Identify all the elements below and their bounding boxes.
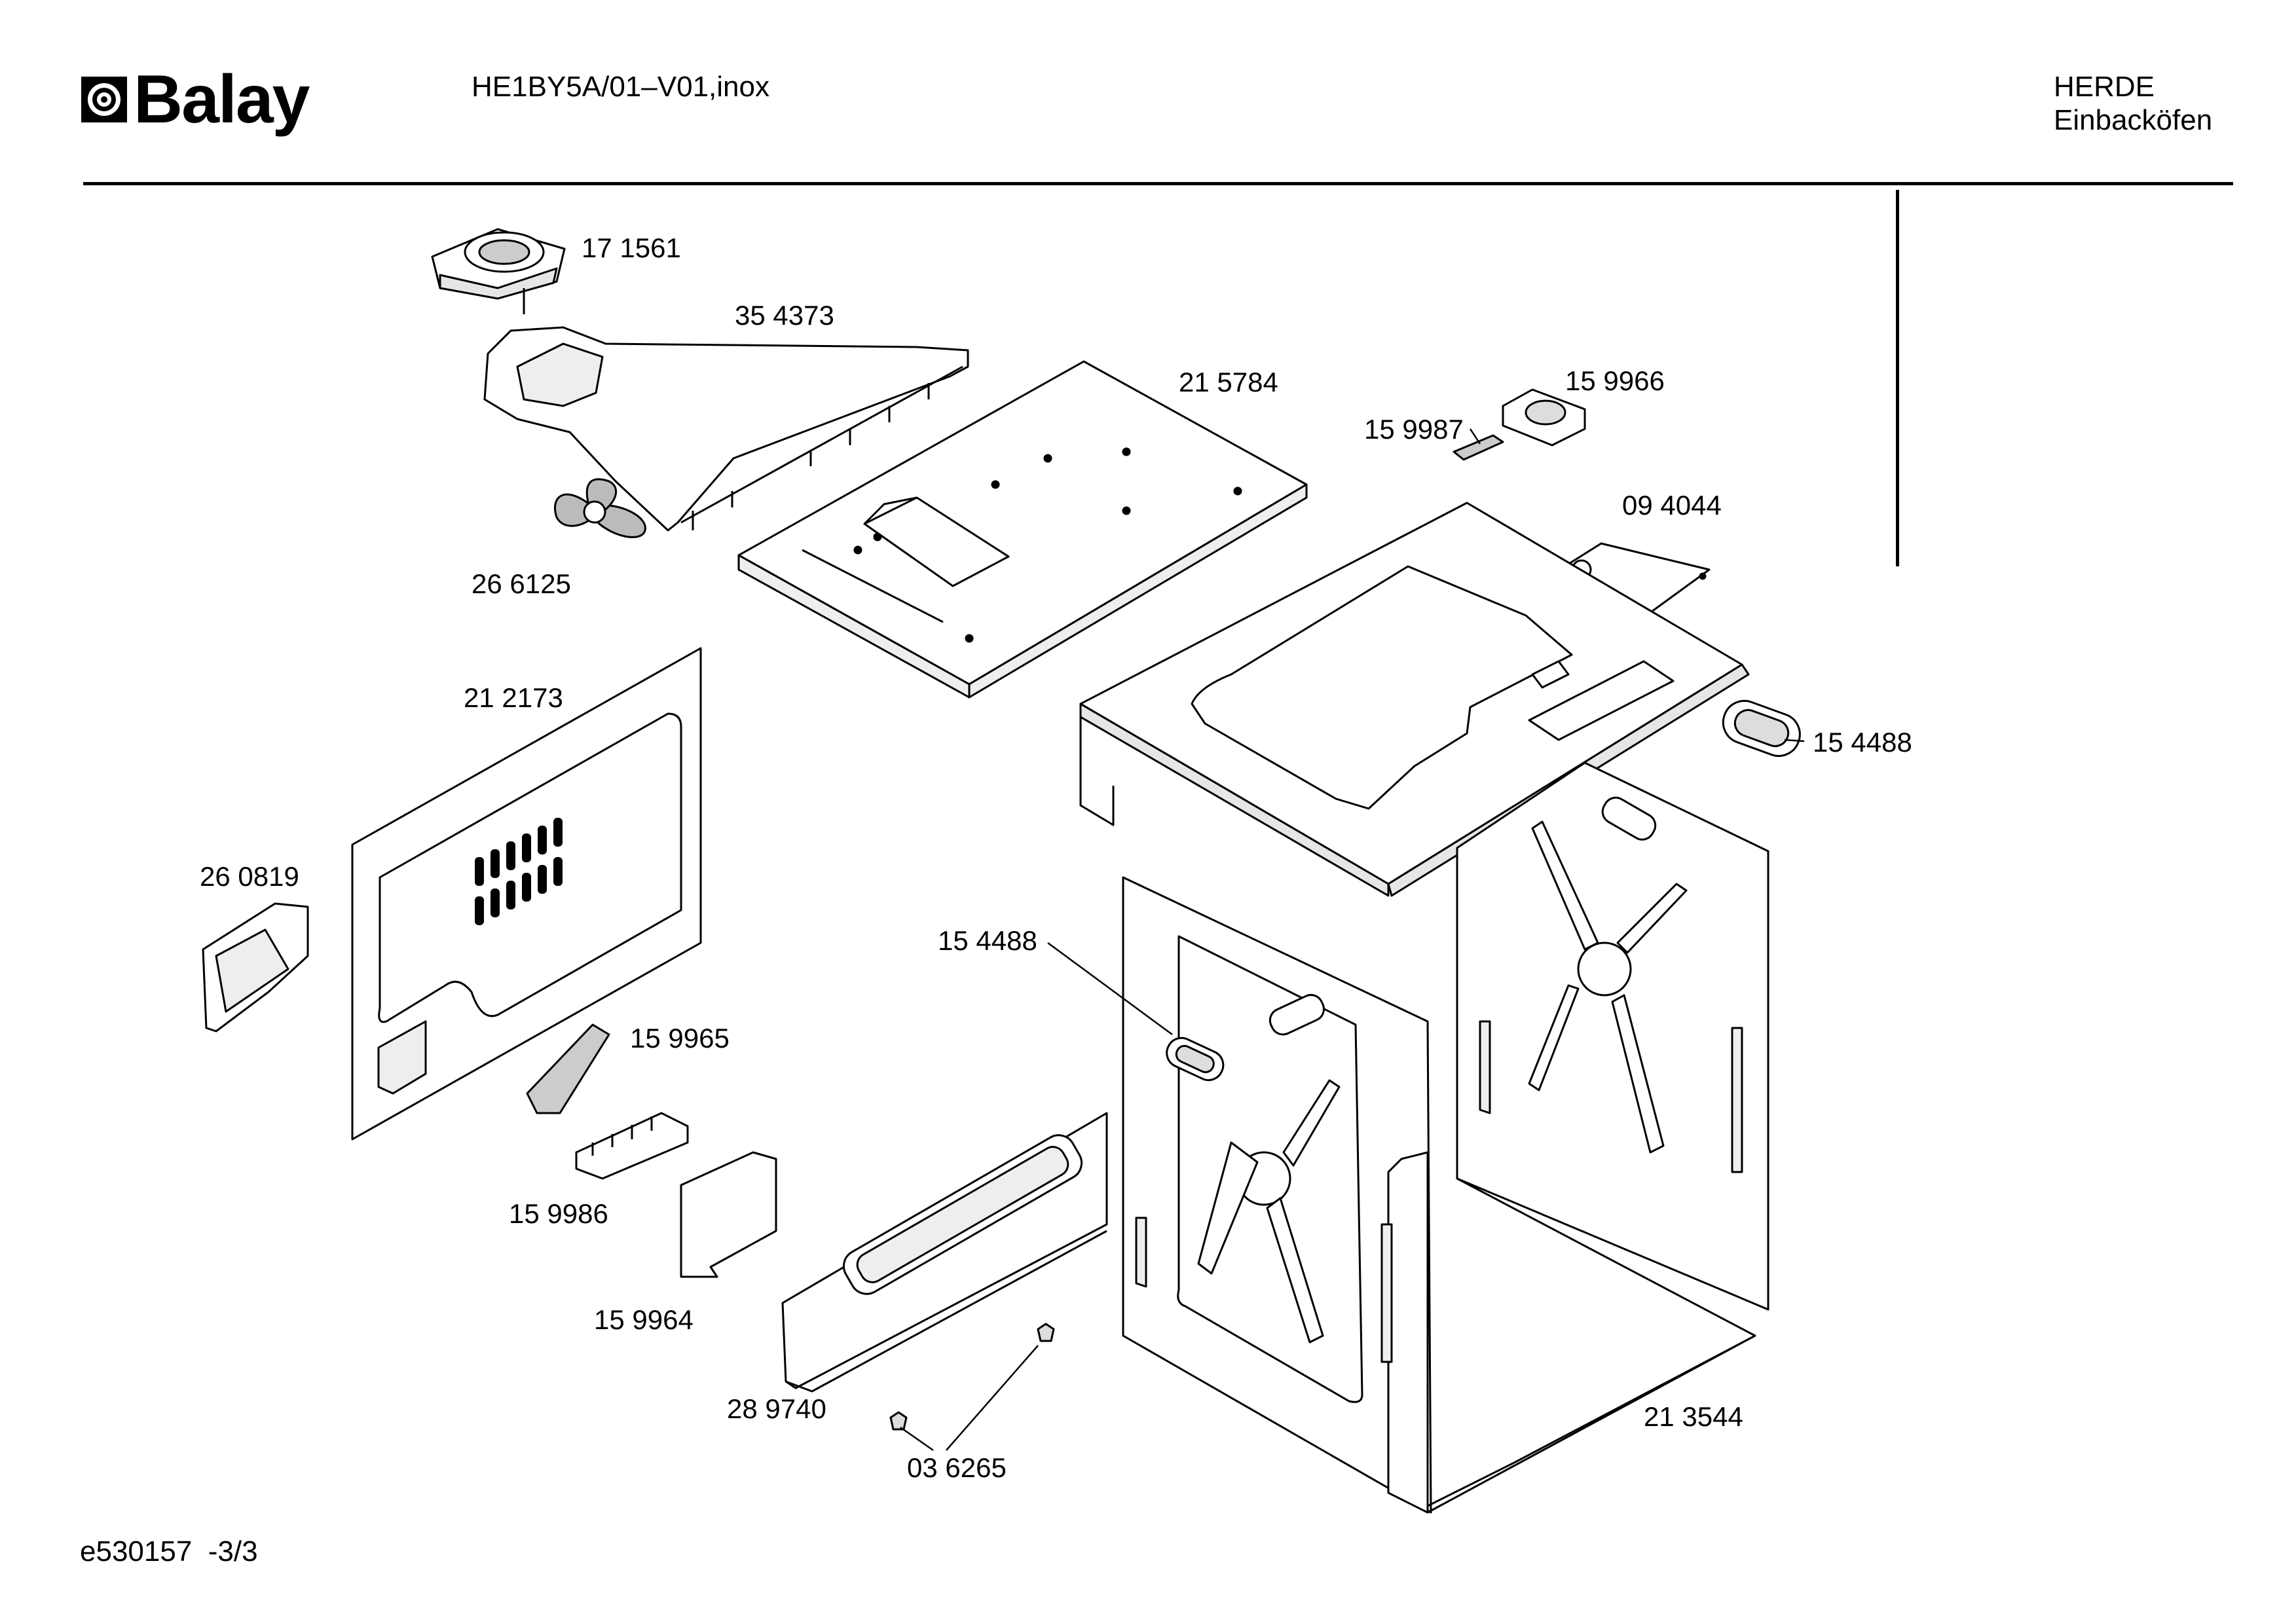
part-front-frame bbox=[781, 1112, 1108, 1393]
part-label-171561: 17 1561 bbox=[582, 232, 681, 263]
part-label-159965: 15 9965 bbox=[630, 1023, 730, 1053]
part-label-212173: 21 2173 bbox=[464, 682, 563, 713]
part-label-289740: 28 9740 bbox=[727, 1393, 826, 1424]
subcategory: Einbacköfen bbox=[2054, 103, 2213, 136]
brand-logo: Balay bbox=[80, 62, 310, 137]
model-number: HE1BY5A/01–V01,inox bbox=[472, 71, 769, 103]
part-terminal-block bbox=[575, 1112, 689, 1180]
part-clip bbox=[1453, 434, 1504, 461]
part-mounting-plate bbox=[680, 1151, 777, 1278]
category-label: HERDE Einbacköfen bbox=[2054, 71, 2212, 137]
part-thermostat bbox=[1502, 388, 1586, 447]
brand-name: Balay bbox=[134, 62, 310, 137]
part-label-354373: 35 4373 bbox=[735, 300, 834, 331]
part-fan-motor bbox=[431, 228, 566, 314]
page-number: -3/3 bbox=[208, 1535, 258, 1567]
part-label-159986: 15 9986 bbox=[509, 1198, 608, 1229]
part-vent-bracket bbox=[202, 902, 309, 1033]
part-label-154488-top: 15 4488 bbox=[1813, 727, 1912, 758]
part-connector-9965 bbox=[526, 1023, 610, 1114]
part-label-094044: 09 4044 bbox=[1622, 490, 1722, 521]
part-label-159966: 15 9966 bbox=[1565, 365, 1665, 396]
leader-lines bbox=[900, 428, 1805, 1452]
part-label-266125: 26 6125 bbox=[472, 568, 571, 599]
part-seal-top bbox=[1722, 699, 1801, 758]
balay-logo-icon bbox=[81, 77, 127, 122]
part-top-cover bbox=[737, 360, 1308, 699]
part-oven-cavity bbox=[1122, 761, 1769, 1514]
part-label-213544: 21 3544 bbox=[1644, 1401, 1743, 1432]
part-label-036265: 03 6265 bbox=[907, 1452, 1007, 1483]
header-rule bbox=[83, 182, 2233, 185]
part-back-panel bbox=[351, 647, 702, 1141]
part-label-154488-side: 15 4488 bbox=[938, 925, 1037, 956]
footer-doc-ref: e530157 -3/3 bbox=[80, 1535, 258, 1569]
side-rule bbox=[1896, 190, 1899, 566]
part-fan-blade bbox=[553, 478, 646, 538]
category: HERDE bbox=[2054, 71, 2155, 103]
part-label-215784: 21 5784 bbox=[1179, 367, 1278, 397]
part-label-159987: 15 9987 bbox=[1364, 414, 1464, 445]
part-label-159964: 15 9964 bbox=[594, 1304, 694, 1335]
part-label-260819: 26 0819 bbox=[200, 861, 299, 892]
part-screws bbox=[889, 1323, 1055, 1431]
doc-id: e530157 bbox=[80, 1535, 193, 1567]
part-fan-shroud bbox=[483, 326, 969, 532]
